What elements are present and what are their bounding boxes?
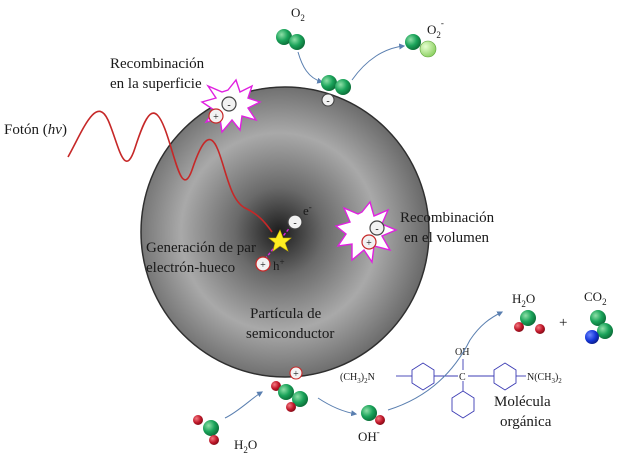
central-carbon-label: C (459, 372, 466, 383)
o2-adsorbed: - (321, 75, 351, 107)
arrow-surface-to-oh (317, 397, 358, 417)
surface-recomb-label-2: en la superficie (110, 76, 202, 92)
particle-label-1: Partícula de (250, 306, 322, 322)
adsorbed-electron-sign: - (326, 96, 329, 107)
o2-label: O2 (291, 5, 305, 23)
oh-group-label: OH (455, 347, 469, 358)
particle-label-2: semiconductor (246, 326, 334, 342)
electron-label: e- (303, 202, 312, 218)
o2-molecule-top (276, 29, 305, 50)
adsorbed-hole-sign: + (293, 369, 299, 380)
generation-label-2: electrón-hueco (146, 260, 235, 276)
co2-label: CO2 (584, 289, 607, 307)
photon-wave (67, 110, 273, 233)
surface-hole-sign: + (213, 112, 219, 123)
h2o-molecule-bottom (193, 415, 219, 445)
h2o-adsorbed: + (271, 366, 308, 412)
h2o-product-molecule (514, 310, 545, 334)
left-amine-label: (CH3)2N (340, 372, 375, 385)
organic-label-2: orgánica (500, 414, 552, 430)
h2o-bottom-label: H2O (234, 437, 257, 455)
volume-recombination-burst: + - (334, 200, 398, 264)
generation-label-1: Generación de par (146, 240, 256, 256)
volume-hole-sign: + (366, 238, 372, 249)
hole-label: h+ (273, 257, 285, 273)
electron-hole-generation: - + e- h+ (255, 202, 312, 273)
superoxide-label: O2- (427, 18, 444, 40)
arrow-surface-to-superoxide (351, 43, 406, 81)
surface-electron-sign: - (227, 100, 230, 111)
h2o-product-label: H2O (512, 291, 535, 309)
surface-recombination-burst: + - (200, 78, 262, 134)
volume-recomb-label-1: Recombinación (400, 210, 495, 226)
oh-label: OH- (358, 427, 380, 444)
surface-recomb-label-1: Recombinación (110, 56, 205, 72)
arrow-h2o-to-surface (224, 391, 264, 419)
gen-hole-sign: + (260, 260, 266, 271)
superoxide-molecule (405, 34, 437, 58)
arrow-oh-to-organic (387, 311, 504, 411)
arrow-o2-to-surface (297, 51, 324, 84)
organic-molecule-structure (396, 359, 526, 419)
oh-radical-molecule (361, 405, 385, 425)
right-amine-label: N(CH3)2 (527, 372, 562, 385)
co2-molecule (585, 310, 613, 344)
volume-electron-sign: - (375, 224, 378, 235)
photon-label: Fotón (hν) (4, 122, 67, 138)
volume-recomb-label-2: en el volumen (404, 230, 489, 246)
gen-electron-sign: - (293, 218, 296, 229)
plus-sign: + (559, 315, 567, 331)
organic-label-1: Molécula (494, 394, 551, 410)
